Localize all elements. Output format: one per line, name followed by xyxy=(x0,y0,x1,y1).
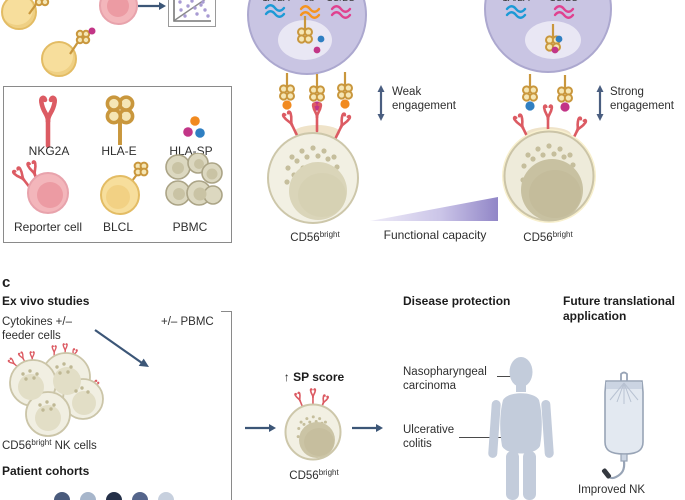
bracket-top-arm xyxy=(221,311,232,313)
callout-line xyxy=(459,437,514,439)
hla-e-arm-icon xyxy=(28,0,50,15)
disease-label-ulcerative: Ulcerative colitis xyxy=(403,424,455,450)
cd56-sup: bright xyxy=(319,230,340,239)
ex-vivo-heading: Ex vivo studies xyxy=(2,294,90,308)
panel-letter: c xyxy=(2,274,11,291)
scatter-plot xyxy=(173,0,211,22)
pbmc-icon xyxy=(165,153,223,206)
human-silhouette xyxy=(488,357,554,500)
transcript-label: 1C/2C xyxy=(544,0,584,5)
weak-engagement-label: Weak engagement xyxy=(392,86,456,112)
strong-engagement-arrow xyxy=(596,85,604,121)
sp-score-label: ↑ SP score xyxy=(283,370,345,384)
person-head-icon xyxy=(158,492,174,500)
improved-nk-label: Improved NK xyxy=(578,484,646,496)
cd56bright-label: CD56bright xyxy=(281,466,347,484)
iv-bag-icon xyxy=(601,371,644,480)
blcl-cell-illustration xyxy=(41,41,77,77)
weak-engagement-arrow xyxy=(377,85,385,121)
scatter-plot-panel xyxy=(168,0,216,27)
antigen-presenting-cell-weak xyxy=(247,0,367,75)
transcript-squiggles xyxy=(264,4,352,19)
strong-engagement-label: Strong engagement xyxy=(610,86,674,112)
reporter-cell-icon xyxy=(11,159,69,214)
legend-label-blcl: BLCL xyxy=(102,220,134,234)
nkg2a-icon xyxy=(26,95,70,147)
legend-label-reporter-cell: Reporter cell xyxy=(13,220,83,234)
cd56-sup: bright xyxy=(318,468,339,477)
cd56-base: CD56 xyxy=(290,232,320,244)
future-application-heading: Future translational application xyxy=(563,294,676,323)
legend-label-pbmc: PBMC xyxy=(172,220,208,234)
bracket-vertical xyxy=(231,311,233,500)
arrow-cytokines-to-pbmc xyxy=(94,329,149,367)
blcl-cell-illustration xyxy=(1,0,37,30)
pbmc-condition-label: +/– PBMC xyxy=(161,316,214,328)
reporter-cell-nucleus xyxy=(107,0,129,17)
hla-e-hanging-icon xyxy=(556,73,574,112)
legend-box: NKG2A HLA-E HLA-SP Reporter cell BLCL PB… xyxy=(3,86,232,243)
hla-e-icon xyxy=(105,95,135,147)
arrow-to-sp-cell xyxy=(245,424,276,432)
callout-line xyxy=(497,376,514,378)
cd56-sup: bright xyxy=(552,230,573,239)
hla-sp-icon xyxy=(183,116,205,138)
transcript-label: 6b xyxy=(294,0,324,5)
hla-e-arm-icon xyxy=(69,27,96,55)
hla-e-hanging-icon xyxy=(336,70,354,109)
blcl-icon xyxy=(100,161,149,215)
hla-e-hanging-icon xyxy=(278,71,296,110)
person-head-icon xyxy=(80,492,96,500)
patient-cohort-icons xyxy=(54,492,174,500)
cd56-base: CD56 xyxy=(523,232,553,244)
nk-cell-strong xyxy=(502,129,596,223)
hla-sp-magenta-dot xyxy=(88,27,96,35)
functional-capacity-label: Functional capacity xyxy=(383,228,487,242)
arrow-to-plot xyxy=(138,2,166,10)
cd56-base: CD56 xyxy=(289,470,319,482)
person-head-icon xyxy=(106,492,122,500)
cd56bright-label: CD56bright xyxy=(513,228,583,246)
transcript-label: 1C/2C xyxy=(321,0,361,5)
nk-cells-suffix: NK cells xyxy=(51,440,97,452)
arrow-to-disease xyxy=(352,424,383,432)
cd56bright-nk-cells-label: CD56bright NK cells xyxy=(2,436,97,454)
hla-e-hanging-icon xyxy=(521,72,539,111)
transcript-squiggles xyxy=(505,5,575,19)
nk-cell-weak xyxy=(267,132,359,224)
functional-capacity-gradient xyxy=(370,197,498,221)
transcript-label: 1A/2A xyxy=(496,0,536,5)
nkg2a-receptor-icon xyxy=(311,102,323,133)
reporter-cell-illustration xyxy=(99,0,138,25)
legend-label-hla-e: HLA-E xyxy=(101,144,137,158)
cytokines-label: Cytokines +/– feeder cells xyxy=(2,316,72,342)
sp-nk-cell xyxy=(284,388,342,461)
cd56-base: CD56 xyxy=(2,440,32,452)
cd56bright-label: CD56bright xyxy=(280,228,350,246)
transcript-label: 1A/2A xyxy=(256,0,296,5)
disease-label-nasopharyngeal: Nasopharyngeal carcinoma xyxy=(403,366,487,392)
cd56-sup: bright xyxy=(31,438,52,447)
person-head-icon xyxy=(54,492,70,500)
person-head-icon xyxy=(132,492,148,500)
legend-label-nkg2a: NKG2A xyxy=(28,144,70,158)
patient-cohorts-heading: Patient cohorts xyxy=(2,464,90,478)
antigen-presenting-cell-strong xyxy=(484,0,612,73)
disease-protection-heading: Disease protection xyxy=(403,294,511,308)
nk-cell-cluster xyxy=(7,343,104,437)
